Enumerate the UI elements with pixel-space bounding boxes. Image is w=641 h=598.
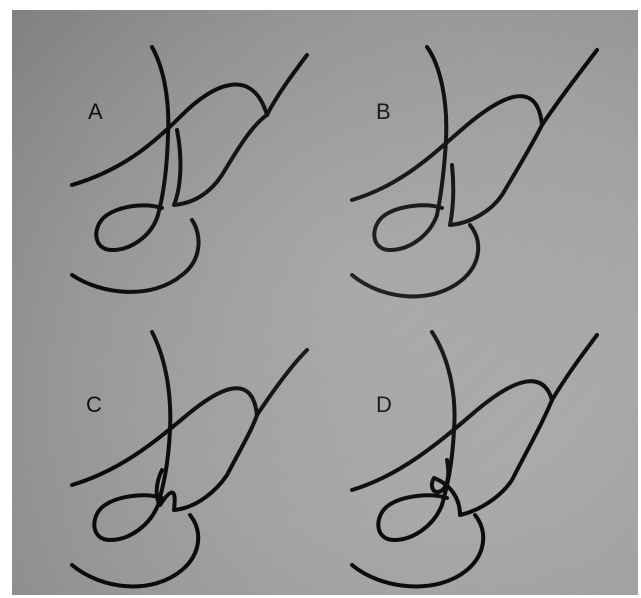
- sketch-c: [62, 310, 362, 595]
- base-curve: [352, 515, 483, 586]
- sketch-d: [342, 310, 638, 595]
- wing-lower: [174, 115, 267, 205]
- upper-curve: [427, 47, 446, 215]
- spike: [267, 55, 307, 115]
- panel-b: B: [342, 25, 638, 315]
- photographed-figure: A B C: [12, 10, 638, 595]
- panel-a: A: [62, 25, 362, 315]
- upper-curve: [152, 332, 170, 505]
- loop-curve: [378, 495, 447, 540]
- sketch-b: [342, 25, 638, 315]
- base-curve: [72, 220, 199, 292]
- loop-curve: [374, 205, 442, 250]
- spike: [552, 335, 597, 400]
- spike: [542, 50, 597, 125]
- spike: [257, 350, 307, 415]
- wing-lower: [450, 125, 542, 225]
- sketch-a: [62, 25, 362, 315]
- base-curve: [72, 515, 198, 586]
- base-curve: [352, 225, 478, 296]
- panel-d: D: [342, 310, 638, 595]
- loop-curve: [94, 495, 162, 540]
- panel-c: C: [62, 310, 362, 595]
- loop-curve: [96, 205, 162, 250]
